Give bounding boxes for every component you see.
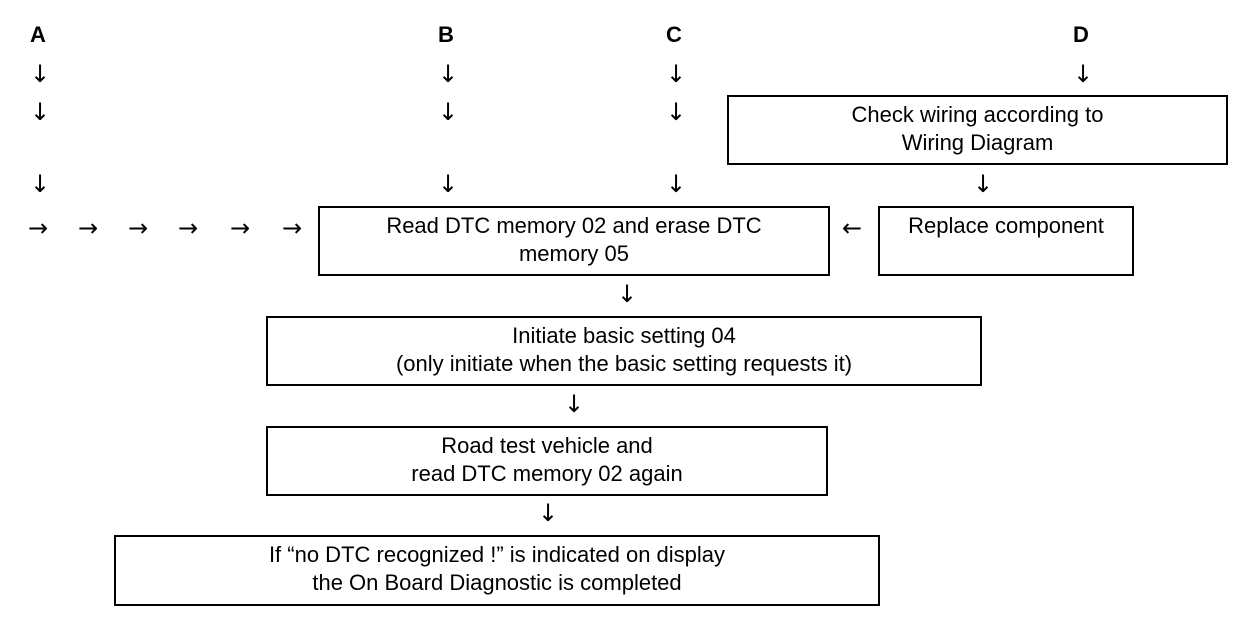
arrow-down-icon: ↓ — [438, 98, 459, 126]
arrow-down-icon: ↓ — [438, 60, 459, 88]
arrow-right-icon: → — [128, 214, 149, 242]
check-wiring-box: Check wiring according to Wiring Diagram — [727, 95, 1228, 165]
box-text-line: Read DTC memory 02 and erase DTC — [386, 213, 762, 238]
arrow-right-icon: → — [28, 214, 49, 242]
arrow-right-icon: → — [78, 214, 99, 242]
arrow-right-icon: → — [230, 214, 251, 242]
box-text-line: the On Board Diagnostic is completed — [312, 570, 682, 595]
arrow-down-icon: ↓ — [666, 60, 687, 88]
arrow-down-icon: ↓ — [666, 170, 687, 198]
arrow-right-icon: → — [178, 214, 199, 242]
box-text-line: read DTC memory 02 again — [411, 461, 683, 486]
box-text-line: Initiate basic setting 04 — [512, 323, 736, 348]
arrow-down-icon: ↓ — [30, 60, 51, 88]
box-text-line: Replace component — [908, 213, 1104, 238]
completion-box: If “no DTC recognized !” is indicated on… — [114, 535, 880, 606]
arrow-down-icon: ↓ — [438, 170, 459, 198]
arrow-down-icon: ↓ — [973, 170, 994, 198]
arrow-right-icon: → — [282, 214, 303, 242]
box-text-line: (only initiate when the basic setting re… — [395, 351, 853, 376]
road-test-box: Road test vehicle and read DTC memory 02… — [266, 426, 828, 496]
arrow-down-icon: ↓ — [30, 98, 51, 126]
column-label-a: A — [30, 22, 46, 47]
arrow-down-icon: ↓ — [1073, 60, 1094, 88]
box-text-line: memory 05 — [518, 241, 630, 266]
column-label-b: B — [438, 22, 454, 47]
column-label-c: C — [666, 22, 682, 47]
arrow-down-icon: ↓ — [666, 98, 687, 126]
column-label-d: D — [1073, 22, 1089, 47]
box-text-line: If “no DTC recognized !” is indicated on… — [268, 542, 726, 567]
arrow-down-icon: ↓ — [30, 170, 51, 198]
arrow-down-icon: ↓ — [617, 280, 638, 308]
replace-component-box: Replace component — [878, 206, 1134, 276]
arrow-down-icon: ↓ — [538, 499, 559, 527]
arrow-left-icon: ← — [842, 214, 863, 242]
box-text-line: Check wiring according to — [851, 102, 1104, 127]
box-text-line: Wiring Diagram — [901, 130, 1054, 155]
box-text-line: Road test vehicle and — [441, 433, 653, 458]
arrow-down-icon: ↓ — [564, 390, 585, 418]
basic-setting-box: Initiate basic setting 04 (only initiate… — [266, 316, 982, 386]
read-dtc-box: Read DTC memory 02 and erase DTC memory … — [318, 206, 830, 276]
